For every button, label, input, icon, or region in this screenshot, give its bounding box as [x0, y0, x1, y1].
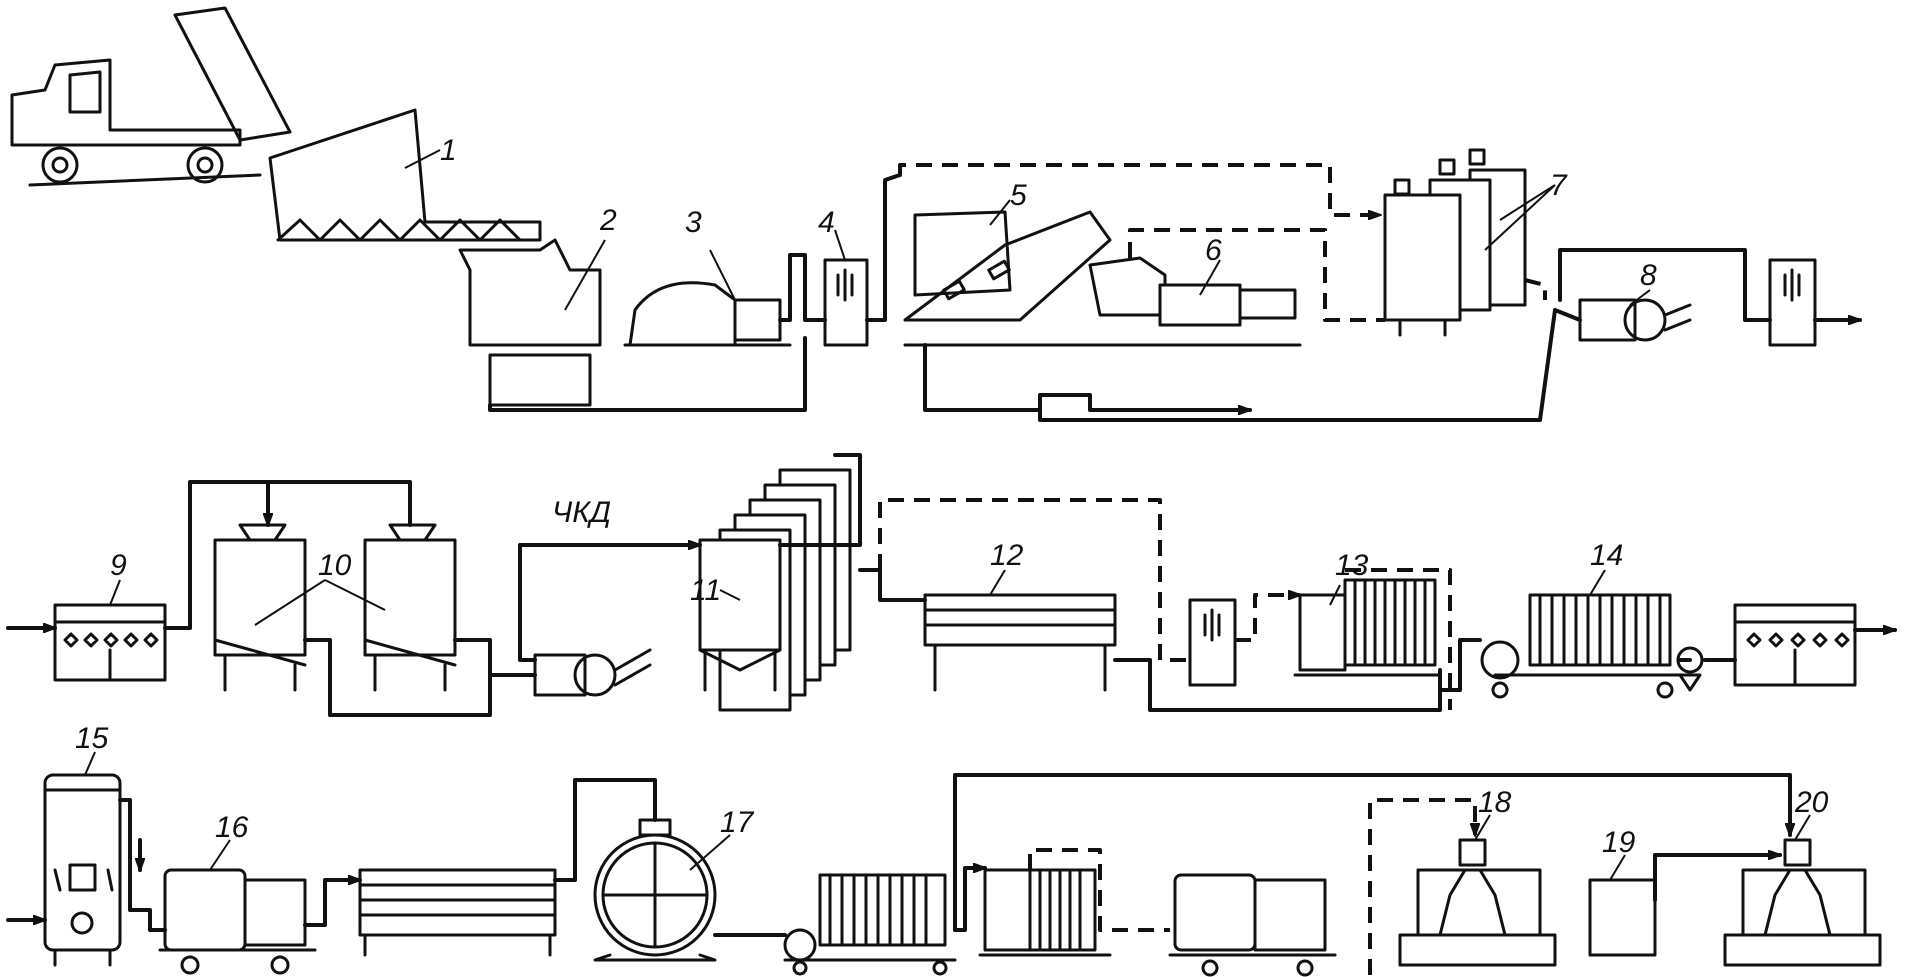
heat-exchanger-icon — [1188, 598, 1237, 687]
equipment-labels: 1 2 3 4 5 6 7 8 9 10 11 12 13 14 15 16 1… — [75, 134, 1829, 859]
bottling-machine-icon — [1398, 814, 1557, 967]
filter-icon — [923, 569, 1117, 692]
label-9: 9 — [110, 549, 127, 582]
filter-icon — [1293, 578, 1442, 677]
heat-exchanger-icon — [358, 868, 557, 957]
label-18: 18 — [1478, 786, 1512, 819]
label-6: 6 — [1205, 234, 1222, 267]
label-13: 13 — [1335, 549, 1369, 582]
dump-truck-icon — [10, 6, 292, 187]
bottling-machine-icon — [1723, 814, 1882, 967]
row3-product-pipes — [6, 773, 1790, 937]
label-1: 1 — [440, 134, 457, 167]
label-7: 7 — [1550, 169, 1568, 202]
fermentation-tank-icon — [1383, 148, 1556, 337]
label-20: 20 — [1794, 786, 1829, 819]
filter-icon — [1733, 603, 1857, 687]
label-12: 12 — [990, 539, 1024, 572]
row1-product-pipes — [488, 173, 1862, 422]
storage-tank-icon — [593, 818, 731, 962]
row2-aux-pipes — [878, 498, 1452, 710]
press-icon — [903, 199, 1202, 347]
fermentation-tank-icon — [43, 751, 122, 967]
label-8: 8 — [1640, 259, 1657, 292]
filter-icon — [1480, 569, 1682, 699]
label-11: 11 — [690, 574, 721, 607]
filter-icon — [783, 873, 957, 976]
storage-tank-icon — [213, 523, 457, 692]
centrifuge-icon — [1168, 873, 1337, 977]
label-19: 19 — [1602, 826, 1636, 859]
label-2: 2 — [599, 204, 617, 237]
pump-icon — [533, 648, 652, 697]
fermentation-tank-icon — [698, 468, 852, 712]
pump-icon — [1676, 646, 1704, 692]
pump-icon — [1578, 289, 1692, 342]
label-14: 14 — [1590, 539, 1623, 572]
label-3: 3 — [685, 206, 702, 239]
row1-aux-pipes — [898, 163, 1547, 322]
receiving-hopper-icon — [268, 108, 542, 242]
label-10: 10 — [318, 549, 352, 582]
filter-icon — [978, 868, 1112, 957]
filter-icon — [53, 579, 167, 682]
row2-product-pipes — [6, 453, 1897, 717]
heat-exchanger-icon — [823, 229, 869, 347]
hammer-crusher-icon — [458, 238, 606, 407]
label-15: 15 — [75, 722, 109, 755]
label-5: 5 — [1010, 179, 1027, 212]
row3-aux-pipes — [1028, 798, 1475, 975]
screw-press-icon — [1088, 256, 1302, 347]
label-16: 16 — [215, 811, 249, 844]
label-4: 4 — [818, 206, 835, 239]
heat-exchanger-icon — [1768, 258, 1817, 347]
pump-icon — [623, 249, 792, 347]
centrifuge-icon — [158, 839, 317, 975]
storage-tank-icon — [1588, 854, 1657, 957]
label-17: 17 — [720, 806, 755, 839]
chkd-label: ЧКД — [552, 496, 611, 529]
